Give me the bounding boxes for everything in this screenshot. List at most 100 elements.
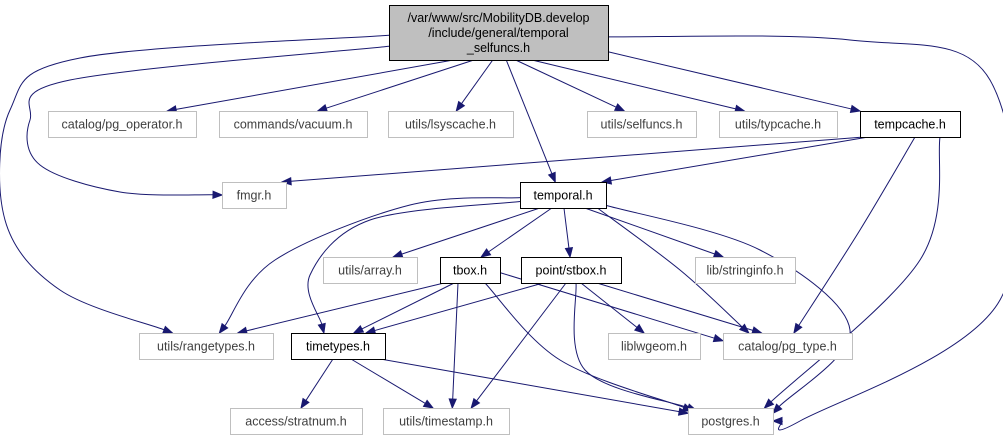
node-label: /var/www/src/MobilityDB.develop (408, 11, 590, 25)
edge-line (461, 59, 494, 104)
edge-line (610, 136, 869, 181)
node-label: liblwgeom.h (621, 340, 687, 354)
node-rangetypes[interactable]: utils/rangetypes.h (139, 333, 274, 360)
edge-temporal-to-tbox (480, 207, 553, 258)
edge-line (246, 282, 445, 332)
node-box (388, 111, 514, 138)
node-label: fmgr.h (237, 189, 272, 203)
edge-root-to-typcache (531, 59, 746, 113)
edge-root-to-fmgr (26, 45, 390, 199)
edge-timetypes-to-timestamp (350, 358, 435, 409)
arrowhead (455, 100, 466, 113)
node-box (608, 333, 701, 360)
node-tbox[interactable]: tbox.h (440, 257, 501, 284)
edge-temporal-to-stbox (563, 207, 574, 259)
node-label: tbox.h (453, 264, 487, 278)
node-box (230, 408, 363, 435)
edge-stbox-to-liblwgeom (580, 282, 646, 334)
node-box (719, 111, 838, 138)
edge-line (26, 45, 390, 196)
arrowhead (391, 249, 404, 259)
node-tempcache[interactable]: tempcache.h (860, 111, 961, 138)
arrowhead (564, 247, 574, 259)
node-box (521, 257, 622, 284)
edge-root-to-lsyscache (455, 59, 494, 113)
node-label: access/stratnum.h (245, 415, 346, 429)
edge-line (307, 201, 521, 325)
arrowhead (849, 104, 862, 113)
node-box (48, 111, 197, 138)
node-pg_operator[interactable]: catalog/pg_operator.h (48, 111, 197, 138)
node-box (688, 408, 774, 435)
arrowhead (771, 416, 783, 426)
arrowhead (448, 398, 457, 410)
arrowhead (162, 325, 174, 334)
node-vacuum[interactable]: commands/vacuum.h (219, 111, 368, 138)
node-box (291, 333, 386, 360)
edge-line (326, 59, 474, 109)
arrowhead (793, 322, 803, 335)
node-selfuncs[interactable]: utils/selfuncs.h (587, 111, 697, 138)
node-box (383, 408, 510, 435)
edge-root-to-selfuncs (515, 59, 626, 112)
node-postgres[interactable]: postgres.h (688, 408, 774, 435)
nodes-layer: /var/www/src/MobilityDB.develop/include/… (48, 5, 961, 435)
edge-line (563, 207, 570, 249)
node-label: catalog/pg_operator.h (62, 118, 183, 132)
arrowhead (470, 397, 481, 410)
edge-line (476, 282, 567, 402)
node-label: utils/array.h (338, 264, 402, 278)
arrowhead (316, 104, 329, 113)
node-lsyscache[interactable]: utils/lsyscache.h (388, 111, 514, 138)
arrowhead (677, 407, 690, 416)
edge-tempcache-to-postgres (763, 136, 941, 409)
node-fmgr[interactable]: fmgr.h (222, 182, 287, 209)
edge-line (488, 207, 553, 253)
arrowhead (712, 249, 725, 258)
edges-layer (0, 34, 1003, 431)
node-pg_type[interactable]: catalog/pg_type.h (723, 333, 853, 360)
edge-tempcache-to-pg_type (793, 136, 916, 335)
edge-root-to-postgres (607, 35, 1003, 431)
arrowhead (547, 171, 556, 184)
node-typcache[interactable]: utils/typcache.h (719, 111, 838, 138)
edge-line (175, 59, 454, 110)
node-stratnum[interactable]: access/stratnum.h (230, 408, 363, 435)
node-array[interactable]: utils/array.h (323, 257, 418, 284)
node-label: lib/stringinfo.h (706, 264, 783, 278)
node-box (695, 257, 796, 284)
node-stringinfo[interactable]: lib/stringinfo.h (695, 257, 796, 284)
node-label: timetypes.h (306, 340, 370, 354)
node-label: point/stbox.h (536, 264, 607, 278)
edge-temporal-to-rangetypes (218, 197, 521, 335)
edge-line (305, 358, 334, 401)
edge-line (798, 136, 916, 326)
arrowhead (352, 324, 365, 334)
edge-line (607, 35, 1003, 431)
edge-line (224, 197, 521, 327)
node-label: catalog/pg_type.h (738, 340, 837, 354)
node-stbox[interactable]: point/stbox.h (521, 257, 622, 284)
node-liblwgeom[interactable]: liblwgeom.h (608, 333, 701, 360)
edge-line (597, 207, 743, 328)
edge-line (380, 358, 680, 413)
node-temporal[interactable]: temporal.h (520, 182, 607, 209)
edge-root-to-vacuum (316, 59, 474, 113)
node-root[interactable]: /var/www/src/MobilityDB.develop/include/… (389, 5, 609, 61)
edge-root-to-pg_operator (165, 59, 454, 114)
edge-line (770, 136, 941, 403)
edge-tbox-to-timestamp (448, 282, 459, 410)
node-timestamp[interactable]: utils/timestamp.h (383, 408, 510, 435)
node-label: utils/rangetypes.h (157, 340, 255, 354)
edge-line (573, 282, 689, 408)
edge-line (0, 34, 390, 331)
arrowhead (218, 322, 229, 335)
edge-line (401, 207, 540, 255)
node-box (139, 333, 274, 360)
edge-line (350, 358, 426, 404)
node-timetypes[interactable]: timetypes.h (291, 333, 386, 360)
node-label: commands/vacuum.h (234, 118, 353, 132)
node-label: utils/lsyscache.h (405, 118, 496, 132)
arrowhead (317, 322, 326, 335)
edge-line (361, 282, 455, 330)
